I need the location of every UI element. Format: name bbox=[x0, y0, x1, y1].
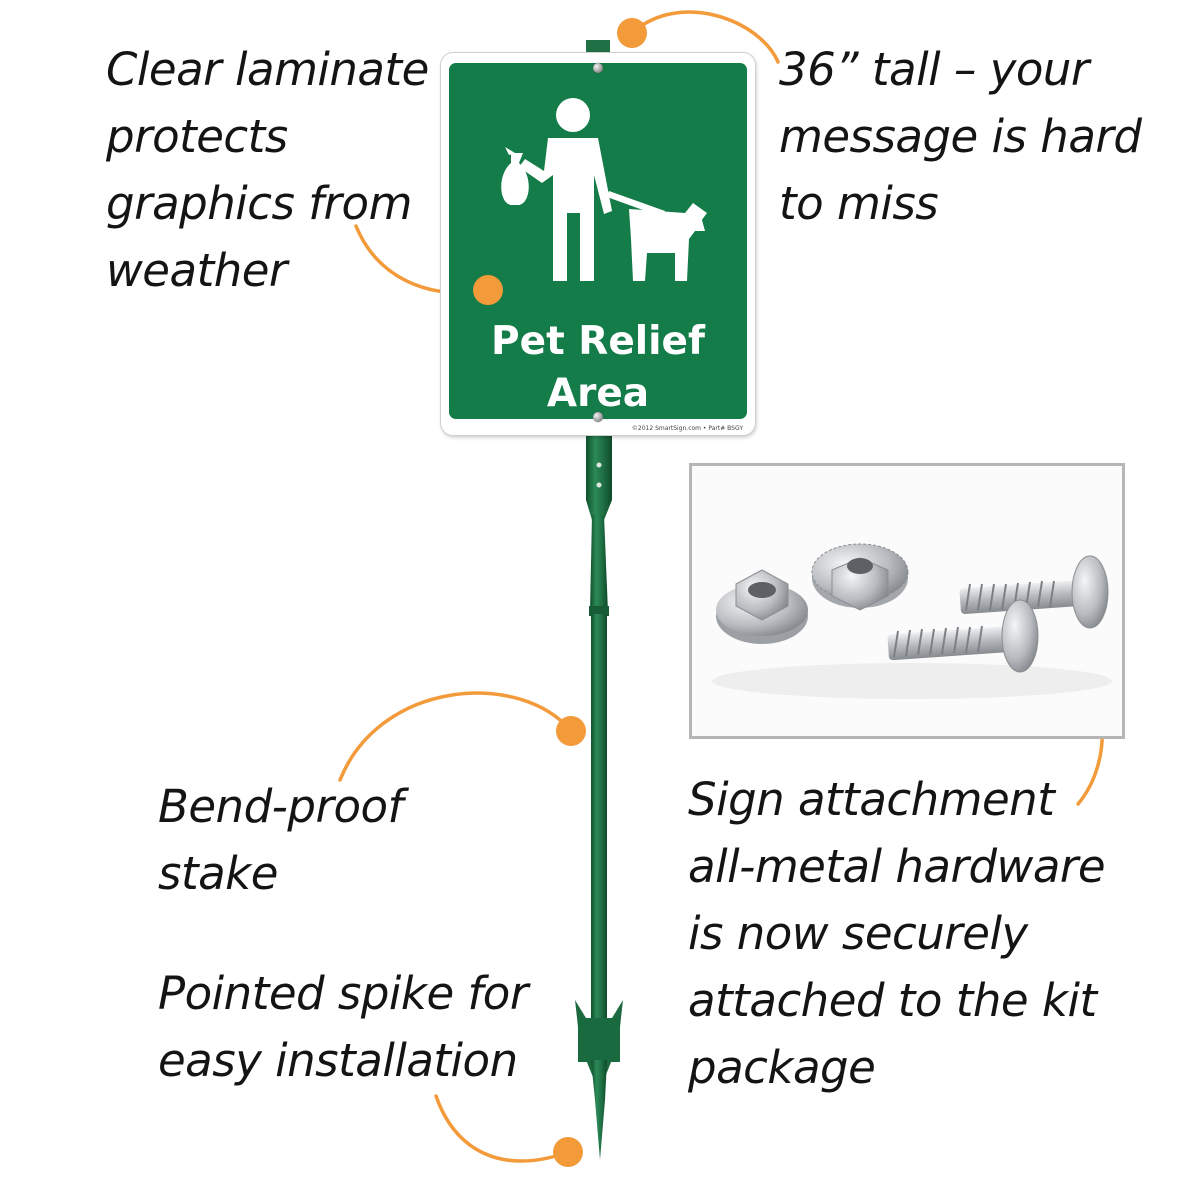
sign-title: Pet Relief Area bbox=[449, 316, 747, 420]
bolt bbox=[887, 599, 1039, 673]
spike-tip bbox=[591, 1060, 607, 1160]
callout-attachment-hardware: Sign attachment all-metal hardware is no… bbox=[688, 766, 1106, 1101]
callout-clear-laminate: Clear laminate protects graphics from we… bbox=[106, 36, 429, 304]
pet-relief-sign: Pet Relief Area ©2012 SmartSign.com • Pa… bbox=[441, 53, 755, 435]
callout-line: is now securely bbox=[688, 907, 1028, 960]
callout-line: Pointed spike for bbox=[158, 967, 528, 1020]
callout-pointed-spike: Pointed spike for easy installation bbox=[158, 960, 528, 1094]
callout-line: package bbox=[688, 1041, 876, 1094]
stake-upper-segment bbox=[590, 515, 608, 612]
callout-line: stake bbox=[158, 847, 278, 900]
callout-line: Bend-proof bbox=[158, 780, 403, 833]
callout-line: weather bbox=[106, 244, 287, 297]
hardware-inset bbox=[689, 463, 1125, 739]
stake-lower-segment bbox=[591, 614, 607, 1024]
callout-bend-proof-stake: Bend-proof stake bbox=[158, 773, 403, 907]
bracket-hole bbox=[596, 482, 602, 488]
bolt bbox=[959, 555, 1109, 629]
sign-title-line-2: Area bbox=[546, 371, 650, 416]
nuts-and-bolts-image bbox=[712, 543, 1112, 699]
serrated-flange-nut bbox=[811, 543, 909, 611]
callout-line: attached to the kit bbox=[688, 974, 1097, 1027]
callout-line: Sign attachment bbox=[688, 773, 1055, 826]
top-screw bbox=[593, 63, 603, 73]
callout-line: 36” tall – your bbox=[779, 43, 1089, 96]
spike-collar bbox=[578, 1018, 620, 1062]
callout-line: easy installation bbox=[158, 1034, 518, 1087]
callout-line: graphics from bbox=[106, 177, 412, 230]
person-walking-dog-icon bbox=[501, 98, 707, 281]
callout-height: 36” tall – your message is hard to miss bbox=[779, 36, 1142, 237]
callout-line: Clear laminate bbox=[106, 43, 429, 96]
callout-line: protects bbox=[106, 110, 288, 163]
flange-nut bbox=[716, 569, 808, 644]
callout-line: to miss bbox=[779, 177, 939, 230]
bracket-hole bbox=[596, 462, 602, 468]
callout-line: all-metal hardware bbox=[688, 840, 1106, 893]
sign-face: Pet Relief Area bbox=[449, 63, 747, 419]
sign-title-line-1: Pet Relief bbox=[491, 319, 705, 364]
bottom-screw bbox=[593, 412, 603, 422]
stake-joint bbox=[589, 606, 609, 616]
callout-line: message is hard bbox=[779, 110, 1142, 163]
stake-bracket bbox=[586, 430, 612, 520]
sign-footer: ©2012 SmartSign.com • Part# BSGY bbox=[631, 425, 743, 432]
